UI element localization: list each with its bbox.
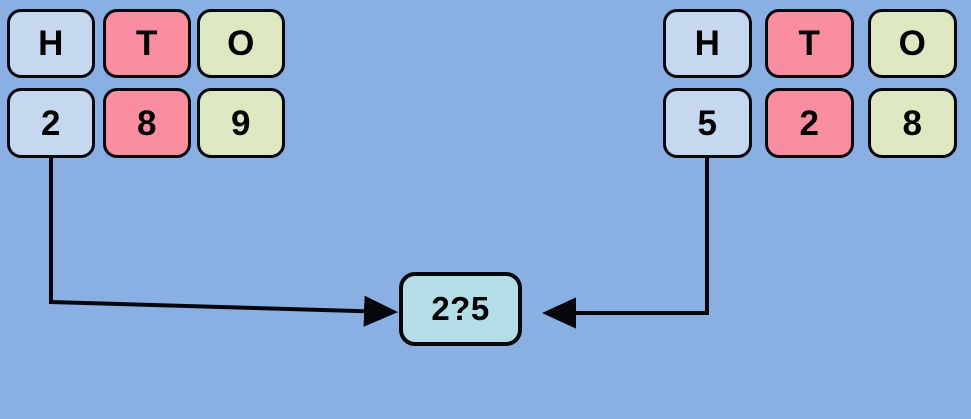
- left-header-ones[interactable]: O: [197, 9, 285, 78]
- connector-left-to-result: [49, 158, 398, 327]
- right-header-tens[interactable]: T: [765, 9, 854, 78]
- right-digit-tens[interactable]: 2: [765, 88, 854, 158]
- right-digit-tens-label: 2: [799, 103, 820, 143]
- result-box[interactable]: 2?5: [399, 272, 522, 346]
- right-digit-ones[interactable]: 8: [868, 88, 957, 158]
- left-digit-hundreds-label: 2: [41, 103, 61, 143]
- result-label: 2?5: [431, 290, 490, 327]
- left-digit-hundreds[interactable]: 2: [7, 88, 95, 158]
- connector-right-to-result: [542, 158, 709, 329]
- right-header-ones[interactable]: O: [868, 9, 957, 78]
- right-header-hundreds-label: H: [694, 24, 721, 63]
- left-header-tens[interactable]: T: [103, 9, 191, 78]
- right-header-tens-label: T: [798, 24, 821, 63]
- left-digit-tens[interactable]: 8: [103, 88, 191, 158]
- right-digit-ones-label: 8: [902, 103, 923, 143]
- left-digit-tens-label: 8: [137, 103, 157, 143]
- left-digit-ones-label: 9: [231, 103, 251, 143]
- left-header-hundreds[interactable]: H: [7, 9, 95, 78]
- left-header-hundreds-label: H: [38, 24, 64, 63]
- left-digit-ones[interactable]: 9: [197, 88, 285, 158]
- left-header-tens-label: T: [136, 24, 158, 63]
- right-digit-hundreds[interactable]: 5: [663, 88, 752, 158]
- right-digit-hundreds-label: 5: [697, 103, 718, 143]
- right-header-hundreds[interactable]: H: [663, 9, 752, 78]
- right-header-ones-label: O: [898, 24, 927, 63]
- left-header-ones-label: O: [227, 24, 255, 63]
